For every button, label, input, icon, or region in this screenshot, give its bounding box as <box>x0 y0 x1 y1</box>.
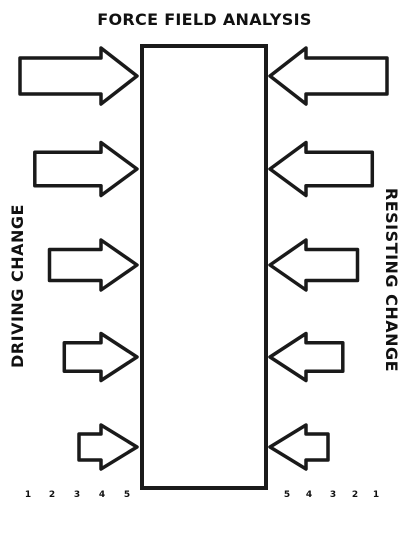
driving-arrow-2 <box>33 140 139 198</box>
left-scale-5: 5 <box>123 490 131 500</box>
resisting-change-label: RESISTING CHANGE <box>382 187 401 373</box>
left-scale-3: 3 <box>73 490 81 500</box>
resisting-arrows <box>268 46 389 471</box>
page-title: FORCE FIELD ANALYSIS <box>97 10 312 29</box>
driving-arrow-1 <box>18 46 139 106</box>
driving-arrow-4 <box>62 331 139 383</box>
driving-arrow-3 <box>47 238 139 292</box>
resisting-arrow-1 <box>268 46 389 106</box>
right-scale-5: 5 <box>283 490 291 500</box>
resisting-arrow-5 <box>268 423 330 471</box>
right-scale-1: 1 <box>372 490 380 500</box>
right-scale-3: 3 <box>329 490 337 500</box>
left-scale-2: 2 <box>48 490 56 500</box>
driving-arrows <box>18 46 139 471</box>
left-scale-4: 4 <box>98 490 106 500</box>
resisting-arrow-3 <box>268 238 360 292</box>
center-box <box>140 44 268 490</box>
resisting-arrow-2 <box>268 140 375 198</box>
resisting-arrow-4 <box>268 331 345 383</box>
right-scale-2: 2 <box>351 490 359 500</box>
driving-change-label: DRIVING CHANGE <box>8 204 27 368</box>
right-scale-4: 4 <box>305 490 313 500</box>
left-scale-1: 1 <box>24 490 32 500</box>
driving-arrow-5 <box>77 423 139 471</box>
